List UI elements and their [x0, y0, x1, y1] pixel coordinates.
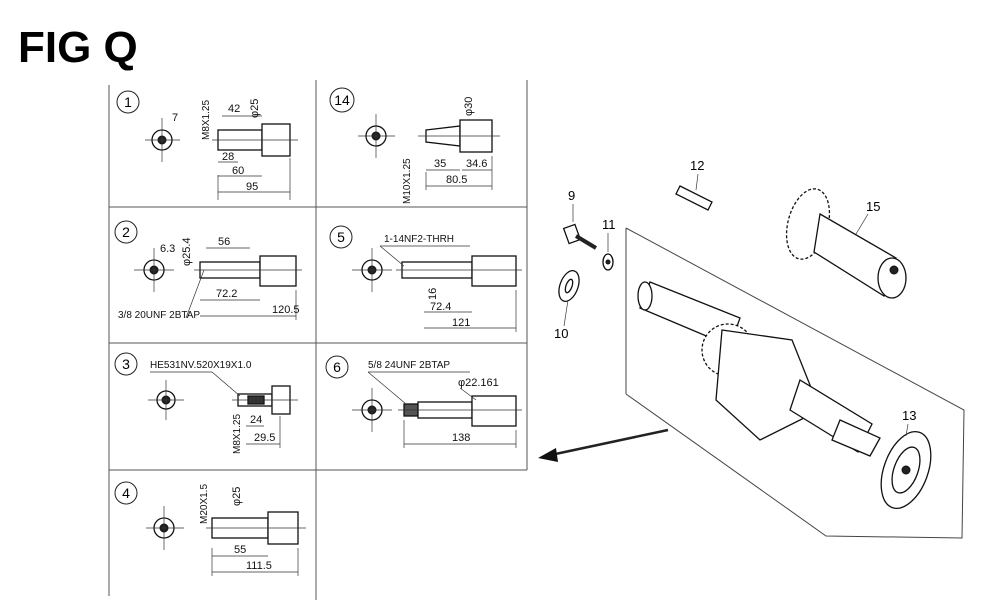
variant-grid	[108, 80, 528, 600]
crank-end-view-icon	[145, 118, 180, 162]
dim-label: 29.5	[254, 432, 275, 444]
dim-label: M10X1.25	[402, 158, 413, 204]
governor-gear-part-icon	[785, 188, 907, 299]
variant-number-badge	[329, 87, 355, 113]
callout-arrow-icon	[538, 428, 669, 462]
dim-label: M8X1.25	[201, 100, 212, 140]
key-part-icon	[675, 185, 713, 211]
part-label: 13	[902, 408, 916, 423]
dim-label: 111.5	[246, 560, 272, 572]
bearing-part-icon	[880, 431, 932, 509]
dim-label: 6.3	[160, 243, 175, 255]
dim-label: 120.5	[272, 304, 300, 316]
dim-label: 121	[452, 317, 470, 329]
shaft-profile-icon	[212, 115, 298, 200]
dim-label: 56	[218, 236, 230, 248]
dim-label: 42	[228, 103, 240, 115]
dim-label: 34.6	[466, 158, 487, 170]
shaft-profile-icon	[150, 371, 298, 448]
crank-end-view-icon	[352, 388, 392, 432]
variant-cell-1: 1 7 M8X1.25 42 φ25 28 60 95	[116, 90, 298, 200]
variant-cell-3: 3 HE531NV.520X19X1.0 M8X1.25 24 29.5	[114, 352, 298, 454]
dim-label: 72.4	[430, 301, 451, 313]
variant-number: 6	[333, 359, 341, 375]
dim-label: M20X1.5	[199, 484, 210, 524]
crankshaft-assembly	[558, 185, 965, 539]
dim-label: φ25	[231, 487, 243, 506]
dim-label: 24	[250, 414, 262, 426]
crank-end-view-icon	[146, 506, 184, 550]
part-label: 15	[866, 199, 880, 214]
dim-label: M8X1.25	[232, 414, 243, 454]
crank-end-view-icon	[134, 248, 174, 292]
variant-number-badge	[116, 90, 140, 114]
shaft-profile-icon	[379, 245, 522, 332]
part-label: 9	[568, 188, 575, 203]
dim-label: 35	[434, 158, 446, 170]
dim-label: 95	[246, 181, 258, 193]
dim-label: 1-14NF2-THRH	[384, 234, 454, 245]
dim-label: 28	[222, 151, 234, 163]
variant-number: 4	[122, 485, 130, 501]
variant-number: 14	[334, 92, 350, 108]
crank-end-view-icon	[148, 380, 184, 420]
variant-cell-5: 5 1-14NF2-THRH 16 72.4 121	[329, 225, 522, 332]
part-label: 11	[602, 217, 616, 232]
dim-label: 72.2	[216, 288, 237, 300]
variant-number-badge	[329, 225, 353, 249]
bolt-part-icon	[562, 223, 598, 250]
variant-number: 3	[122, 356, 130, 372]
part-callouts: 9 10 11 12 13 15	[554, 158, 916, 437]
dim-label: 138	[452, 432, 470, 444]
shaft-profile-icon	[206, 511, 306, 576]
dim-label: φ30	[463, 97, 475, 116]
dim-label: 55	[234, 544, 246, 556]
variant-cell-4: 4 M20X1.5 φ25 55 111.5	[114, 481, 306, 576]
dim-label: φ25	[249, 99, 261, 118]
variant-number-badge	[114, 352, 138, 376]
shaft-profile-icon	[367, 371, 522, 448]
crank-end-view-icon	[358, 114, 395, 158]
variant-cell-2: 2 6.3 φ25.4 56 72.2 120.5 3/8 20UNF 2BTA…	[114, 220, 302, 321]
variant-cell-14: 14 φ30 M10X1.25 35 34.6 80.5	[329, 87, 500, 204]
variant-number-badge	[114, 220, 138, 244]
variant-number: 2	[122, 224, 130, 240]
dim-label: 3/8 20UNF 2BTAP	[118, 310, 200, 321]
dim-label: φ25.4	[181, 237, 193, 266]
shaft-profile-icon	[185, 247, 302, 320]
variant-number: 1	[124, 94, 132, 110]
crank-end-view-icon	[352, 248, 392, 292]
variant-number-badge	[114, 481, 138, 505]
figure-title: FIG Q	[18, 23, 138, 72]
variant-number: 5	[337, 229, 345, 245]
dim-label: 16	[427, 288, 439, 300]
dim-label: 80.5	[446, 174, 467, 186]
crankshaft-part-icon	[637, 281, 881, 457]
washer-part-icon	[602, 253, 614, 271]
dim-label: 5/8 24UNF 2BTAP	[368, 360, 450, 371]
part-label: 12	[690, 158, 704, 173]
washer-part-icon	[558, 270, 580, 302]
variant-number-badge	[325, 355, 349, 379]
variant-cell-6: 6 5/8 24UNF 2BTAP φ22.161 138	[325, 355, 522, 448]
part-label: 10	[554, 326, 568, 341]
dim-label: HE531NV.520X19X1.0	[150, 360, 252, 371]
dim-label: 60	[232, 165, 244, 177]
dim-label: φ22.161	[458, 377, 499, 389]
shaft-profile-icon	[418, 119, 500, 190]
dim-label: 7	[172, 112, 178, 124]
